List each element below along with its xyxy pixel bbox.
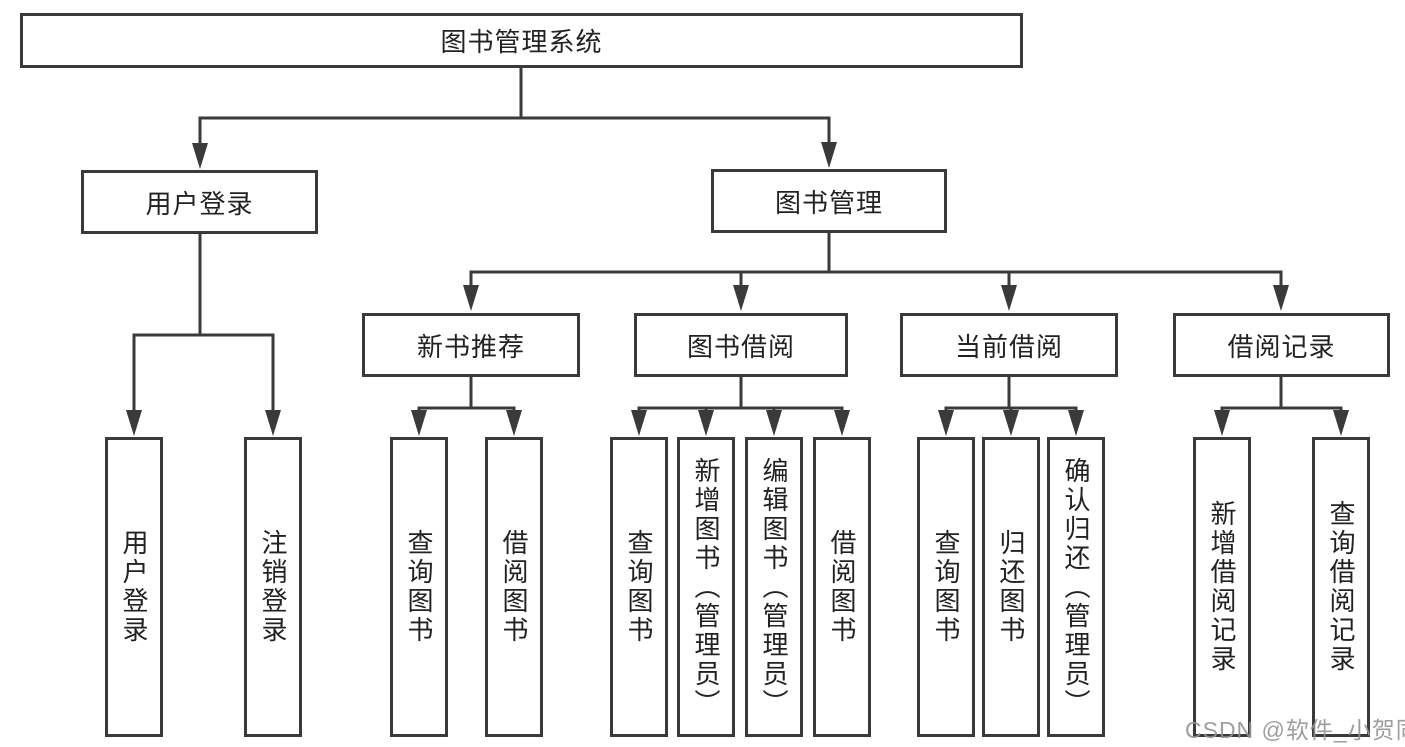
node-current-borrowing: 当前借阅 (900, 313, 1118, 377)
node-book-borrowing: 图书借阅 (634, 313, 848, 377)
leaf-confirm-return-admin: 确认归还（管理员） (1047, 437, 1105, 737)
edge-curborrow-to-leaves (944, 375, 1078, 414)
leaf-query-borrow-record: 查询借阅记录 (1312, 437, 1370, 737)
leaf-query-books-newrec: 查询图书 (390, 437, 448, 737)
leaf-add-books-admin-label: 新增图书（管理员） (691, 456, 721, 718)
leaf-query-books-borrowing: 查询图书 (610, 437, 668, 737)
leaf-query-books-current-label: 查询图书 (931, 529, 961, 645)
csdn-watermark: CSDN @软件_小贺同学 (1185, 717, 1405, 743)
leaf-query-books-current: 查询图书 (917, 437, 975, 737)
edge-bookmgmt-to-level3 (469, 231, 1283, 288)
leaf-borrow-books-borrowing: 借阅图书 (813, 437, 871, 737)
edge-newbookrec-to-leaves (417, 375, 516, 414)
leaf-query-borrow-record-label: 查询借阅记录 (1326, 500, 1356, 674)
edge-bookborrow-to-leaves (637, 375, 844, 414)
leaf-query-books-borrowing-label: 查询图书 (624, 529, 654, 645)
node-book-management: 图书管理 (711, 169, 947, 233)
node-borrowing-records: 借阅记录 (1173, 313, 1390, 377)
leaf-logout: 注销登录 (244, 437, 302, 737)
leaf-add-books-admin: 新增图书（管理员） (677, 437, 735, 737)
leaf-borrow-books-newrec: 借阅图书 (485, 437, 543, 737)
leaf-borrow-books-borrowing-label: 借阅图书 (827, 529, 857, 645)
leaf-return-books: 归还图书 (982, 437, 1040, 737)
arrowheads (126, 142, 1349, 436)
leaf-confirm-return-admin-label: 确认归还（管理员） (1061, 456, 1091, 718)
leaf-edit-books-admin-label: 编辑图书（管理员） (759, 456, 789, 718)
edge-userlogin-to-leaves (132, 232, 275, 413)
leaf-logout-label: 注销登录 (258, 529, 288, 645)
node-user-login: 用户登录 (81, 170, 318, 234)
leaf-return-books-label: 归还图书 (996, 529, 1026, 645)
edge-root-to-level2 (198, 66, 831, 147)
node-new-book-recommend: 新书推荐 (362, 313, 580, 377)
leaf-borrow-books-newrec-label: 借阅图书 (499, 529, 529, 645)
edge-borrowrec-to-leaves (1220, 375, 1343, 414)
node-root-title: 图书管理系统 (20, 13, 1023, 68)
leaf-add-borrow-record-label: 新增借阅记录 (1207, 500, 1237, 674)
leaf-edit-books-admin: 编辑图书（管理员） (745, 437, 803, 737)
leaf-add-borrow-record: 新增借阅记录 (1193, 437, 1251, 737)
leaf-user-login-label: 用户登录 (119, 529, 149, 645)
leaf-query-books-newrec-label: 查询图书 (404, 529, 434, 645)
leaf-user-login: 用户登录 (105, 437, 163, 737)
